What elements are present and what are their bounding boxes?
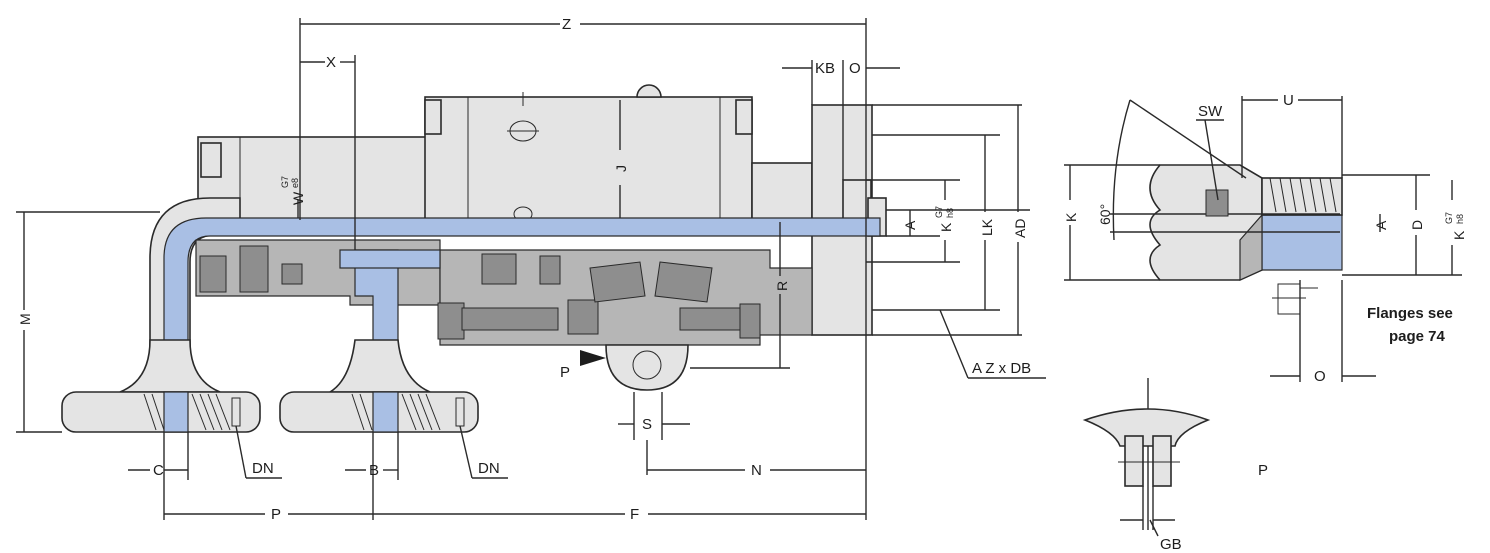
dim-K-main: K	[938, 222, 954, 232]
dim-LK: LK	[979, 218, 995, 236]
dim-DN-1: DN	[252, 460, 274, 477]
dim-KB: KB	[815, 60, 835, 77]
detail-O: O	[1314, 368, 1326, 385]
direction-arrow	[580, 350, 606, 366]
dim-S: S	[642, 416, 652, 433]
detail-GB: GB	[1160, 536, 1182, 553]
flanges-note-line1: Flanges see	[1367, 305, 1453, 322]
dim-R: R	[774, 281, 790, 291]
dim-A-main: A	[902, 220, 918, 230]
detail-P: P	[1258, 462, 1268, 479]
dim-K-main-tol-top: G7	[934, 206, 944, 218]
main-assembly	[61, 84, 887, 433]
label-P-arrow: P	[560, 364, 570, 381]
inlet-flange-1	[61, 391, 261, 433]
dim-P: P	[271, 506, 281, 523]
housing-bolt	[200, 142, 222, 178]
shaft-detail: 60° K SW U A D K G7 h8	[1063, 92, 1467, 385]
dim-AD: AD	[1012, 219, 1028, 238]
dim-B: B	[369, 462, 379, 479]
detail-U: U	[1283, 92, 1294, 109]
shaft-bore	[1261, 214, 1343, 271]
dim-O-top: O	[849, 60, 861, 77]
detail-D: D	[1409, 220, 1425, 230]
detail-K: K	[1063, 212, 1079, 222]
detail-angle: 60°	[1097, 204, 1113, 225]
flange-detail: P GB	[1082, 378, 1268, 553]
dim-K-main-tol-bottom: h8	[945, 208, 955, 218]
dim-N: N	[751, 462, 762, 479]
dim-C: C	[153, 462, 164, 479]
dim-W: W	[290, 191, 306, 205]
detail-K-tol-top: G7	[1444, 212, 1454, 224]
detail-A: A	[1373, 220, 1389, 230]
dim-X: X	[326, 54, 336, 71]
center-drum	[424, 96, 753, 223]
dim-W-tol-top: G7	[280, 176, 290, 188]
main-dimensions: Z X KB O J W G7 e8 M R	[16, 16, 1046, 523]
detail-K-tol: K	[1451, 230, 1467, 240]
dim-M: M	[17, 313, 33, 325]
dim-Z: Z	[562, 16, 571, 33]
dim-J: J	[613, 165, 629, 172]
top-lug	[636, 84, 662, 98]
flanges-note-line2: page 74	[1389, 328, 1446, 345]
dim-F: F	[630, 506, 639, 523]
dim-DN-2: DN	[478, 460, 500, 477]
dim-AZxDB: A Z x DB	[972, 360, 1031, 377]
detail-SW: SW	[1198, 103, 1223, 120]
blue-flow-channel	[163, 217, 881, 433]
dim-W-tol-bottom: e8	[290, 178, 300, 188]
bottom-lug	[605, 344, 689, 391]
detail-K-tol-bottom: h8	[1455, 214, 1465, 224]
